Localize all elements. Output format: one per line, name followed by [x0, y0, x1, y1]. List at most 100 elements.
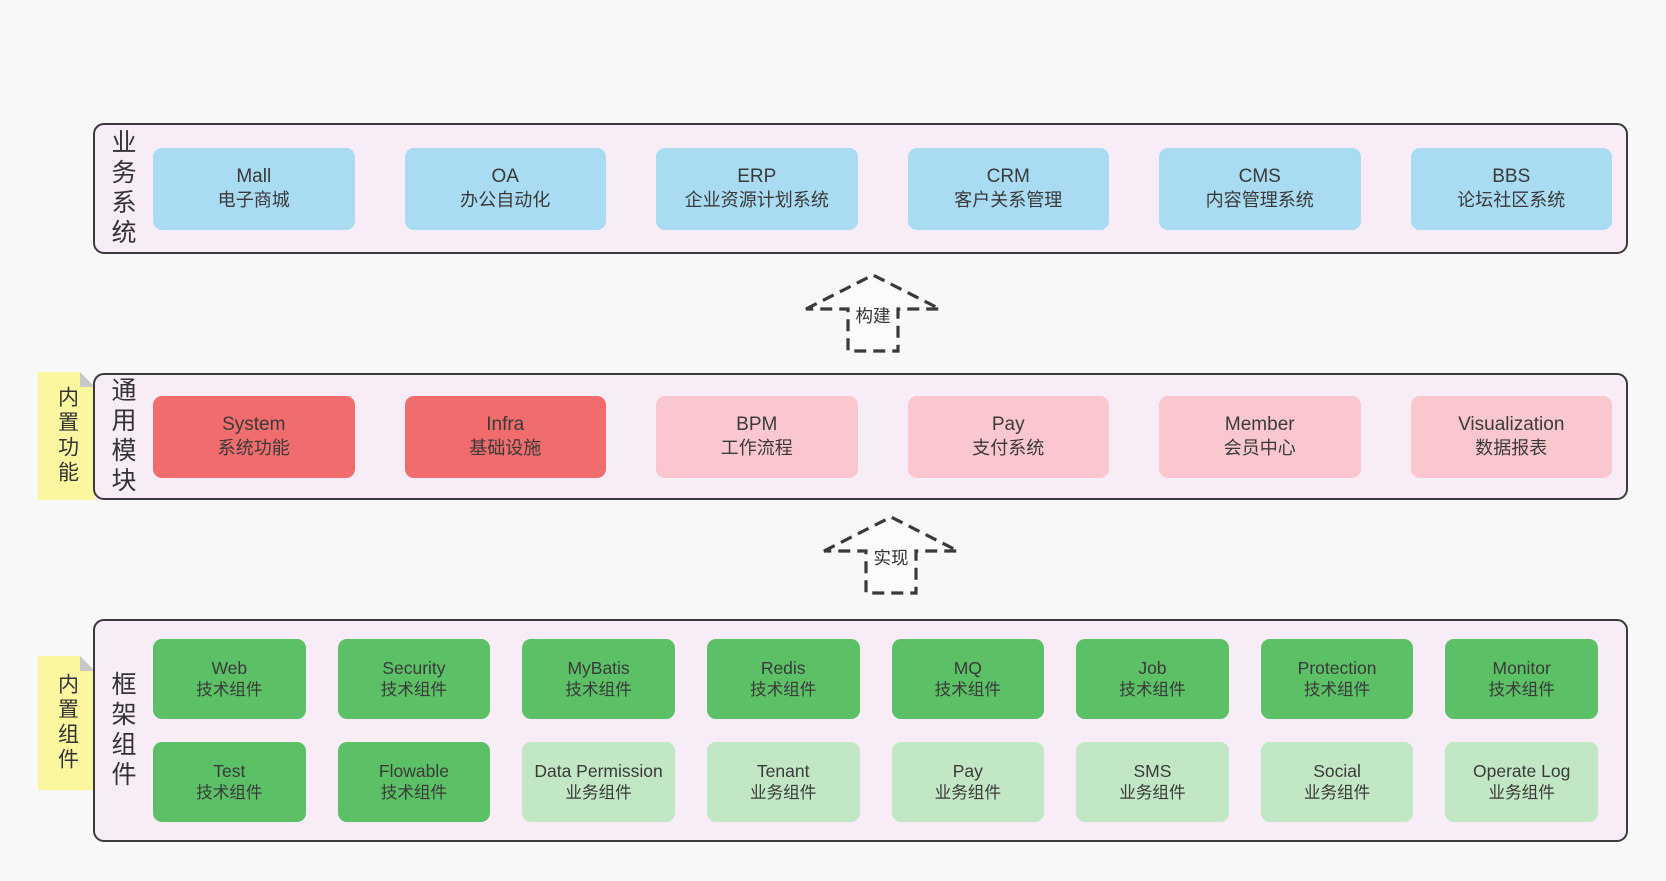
- box-protection: Protection 技术组件: [1260, 639, 1414, 719]
- box-social: Social 业务组件: [1260, 742, 1414, 822]
- box-security: Security 技术组件: [337, 639, 491, 719]
- box-title: BBS: [1492, 166, 1531, 188]
- box-member: Member 会员中心: [1159, 395, 1361, 478]
- box-title: System: [222, 414, 286, 436]
- box-title: CMS: [1238, 166, 1281, 188]
- arrow-implement: 实现: [821, 514, 961, 596]
- box-subtitle: 内容管理系统: [1205, 190, 1314, 211]
- arrow-build-label: 构建: [853, 302, 893, 329]
- box-title: Security: [382, 658, 446, 679]
- box-title: Operate Log: [1473, 761, 1571, 782]
- box-subtitle: 技术组件: [1119, 679, 1186, 699]
- box-title: Member: [1224, 414, 1295, 436]
- box-flowable: Flowable 技术组件: [337, 742, 491, 822]
- box-title: Pay: [952, 761, 983, 782]
- box-subtitle: 基础设施: [469, 438, 542, 459]
- box-subtitle: 技术组件: [749, 679, 817, 699]
- box-test: Test 技术组件: [153, 742, 306, 822]
- biz-components-row: Test 技术组件 Flowable 技术组件 Data Permission …: [153, 742, 1598, 822]
- box-title: Monitor: [1492, 658, 1551, 679]
- tech-components-row: Web 技术组件 Security 技术组件 MyBatis 技术组件 Redi…: [153, 639, 1598, 719]
- box-subtitle: 支付系统: [972, 438, 1045, 459]
- box-bbs: BBS 论坛社区系统: [1410, 147, 1612, 230]
- arrow-implement-label: 实现: [871, 544, 911, 571]
- box-subtitle: 技术组件: [1303, 679, 1371, 699]
- box-oa: OA 办公自动化: [404, 147, 606, 230]
- box-title: Infra: [486, 414, 525, 436]
- layer-label-business-systems: 业务系统: [108, 128, 136, 249]
- box-subtitle: 工作流程: [720, 438, 793, 459]
- box-title: MyBatis: [567, 658, 630, 679]
- box-pay-biz: Pay 业务组件: [891, 742, 1045, 822]
- box-web: Web 技术组件: [153, 639, 306, 719]
- box-title: MQ: [953, 658, 982, 679]
- layer-label-framework-components: 框架组件: [108, 670, 136, 791]
- box-subtitle: 技术组件: [1488, 679, 1555, 699]
- box-subtitle: 技术组件: [380, 782, 448, 802]
- box-title: CRM: [986, 166, 1030, 188]
- box-subtitle: 系统功能: [217, 438, 290, 459]
- box-title: Social: [1313, 761, 1361, 782]
- box-subtitle: 数据报表: [1475, 438, 1548, 459]
- box-subtitle: 业务组件: [1119, 782, 1186, 802]
- box-subtitle: 技术组件: [934, 679, 1002, 699]
- box-infra: Infra 基础设施: [404, 395, 606, 478]
- sticky-note-builtin-features: 内置功能: [38, 372, 95, 500]
- box-subtitle: 企业资源计划系统: [684, 190, 829, 211]
- business-systems-row: Mall 电子商城 OA 办公自动化 ERP 企业资源计划系统 CRM 客户关系…: [149, 125, 1626, 252]
- layer-framework-components: 框架组件 Web 技术组件 Security 技术组件 MyBatis 技术组件…: [93, 619, 1628, 842]
- box-title: OA: [491, 166, 519, 188]
- box-subtitle: 电子商城: [217, 190, 290, 211]
- box-title: SMS: [1133, 761, 1172, 782]
- sticky-note-text: 内置功能: [55, 386, 79, 486]
- box-subtitle: 论坛社区系统: [1457, 190, 1566, 211]
- box-operate-log: Operate Log 业务组件: [1445, 742, 1598, 822]
- box-subtitle: 业务组件: [1303, 782, 1371, 802]
- box-mq: MQ 技术组件: [891, 639, 1045, 719]
- box-subtitle: 技术组件: [196, 679, 263, 699]
- box-title: Data Permission: [534, 761, 663, 782]
- box-job: Job 技术组件: [1076, 639, 1229, 719]
- sticky-note-builtin-components: 内置组件: [38, 656, 95, 790]
- box-mall: Mall 电子商城: [153, 147, 355, 230]
- box-subtitle: 办公自动化: [460, 190, 551, 211]
- box-mybatis: MyBatis 技术组件: [522, 639, 675, 719]
- box-subtitle: 业务组件: [565, 782, 632, 802]
- box-crm: CRM 客户关系管理: [907, 147, 1109, 230]
- arrow-build: 构建: [803, 272, 943, 354]
- box-subtitle: 业务组件: [934, 782, 1002, 802]
- box-cms: CMS 内容管理系统: [1159, 147, 1361, 230]
- box-sms: SMS 业务组件: [1076, 742, 1229, 822]
- box-title: BPM: [736, 414, 778, 436]
- layer-common-modules: 通用模块 System 系统功能 Infra 基础设施 BPM 工作流程 Pay…: [93, 373, 1628, 500]
- box-title: Flowable: [378, 761, 449, 782]
- box-title: Redis: [760, 658, 806, 679]
- box-title: Mall: [236, 166, 272, 188]
- box-title: Job: [1138, 658, 1167, 679]
- framework-components-grid: Web 技术组件 Security 技术组件 MyBatis 技术组件 Redi…: [149, 621, 1626, 840]
- box-title: Tenant: [756, 761, 810, 782]
- sticky-note-text: 内置组件: [55, 673, 79, 773]
- box-title: Web: [211, 658, 248, 679]
- box-subtitle: 技术组件: [380, 679, 448, 699]
- box-subtitle: 技术组件: [565, 679, 632, 699]
- box-title: Pay: [991, 414, 1025, 436]
- box-redis: Redis 技术组件: [706, 639, 860, 719]
- box-data-permission: Data Permission 业务组件: [522, 742, 675, 822]
- layer-label-common-modules: 通用模块: [108, 376, 136, 497]
- box-subtitle: 客户关系管理: [954, 190, 1063, 211]
- layer-business-systems: 业务系统 Mall 电子商城 OA 办公自动化 ERP 企业资源计划系统 CRM…: [93, 123, 1628, 254]
- box-subtitle: 业务组件: [1488, 782, 1555, 802]
- box-title: Visualization: [1458, 414, 1565, 436]
- box-subtitle: 会员中心: [1223, 438, 1296, 459]
- box-tenant: Tenant 业务组件: [706, 742, 860, 822]
- box-erp: ERP 企业资源计划系统: [656, 147, 858, 230]
- common-modules-row: System 系统功能 Infra 基础设施 BPM 工作流程 Pay 支付系统…: [149, 375, 1626, 498]
- box-subtitle: 业务组件: [749, 782, 817, 802]
- box-title: ERP: [737, 166, 777, 188]
- box-title: Test: [213, 761, 246, 782]
- box-system: System 系统功能: [153, 395, 355, 478]
- box-bpm: BPM 工作流程: [656, 395, 858, 478]
- box-title: Protection: [1297, 658, 1377, 679]
